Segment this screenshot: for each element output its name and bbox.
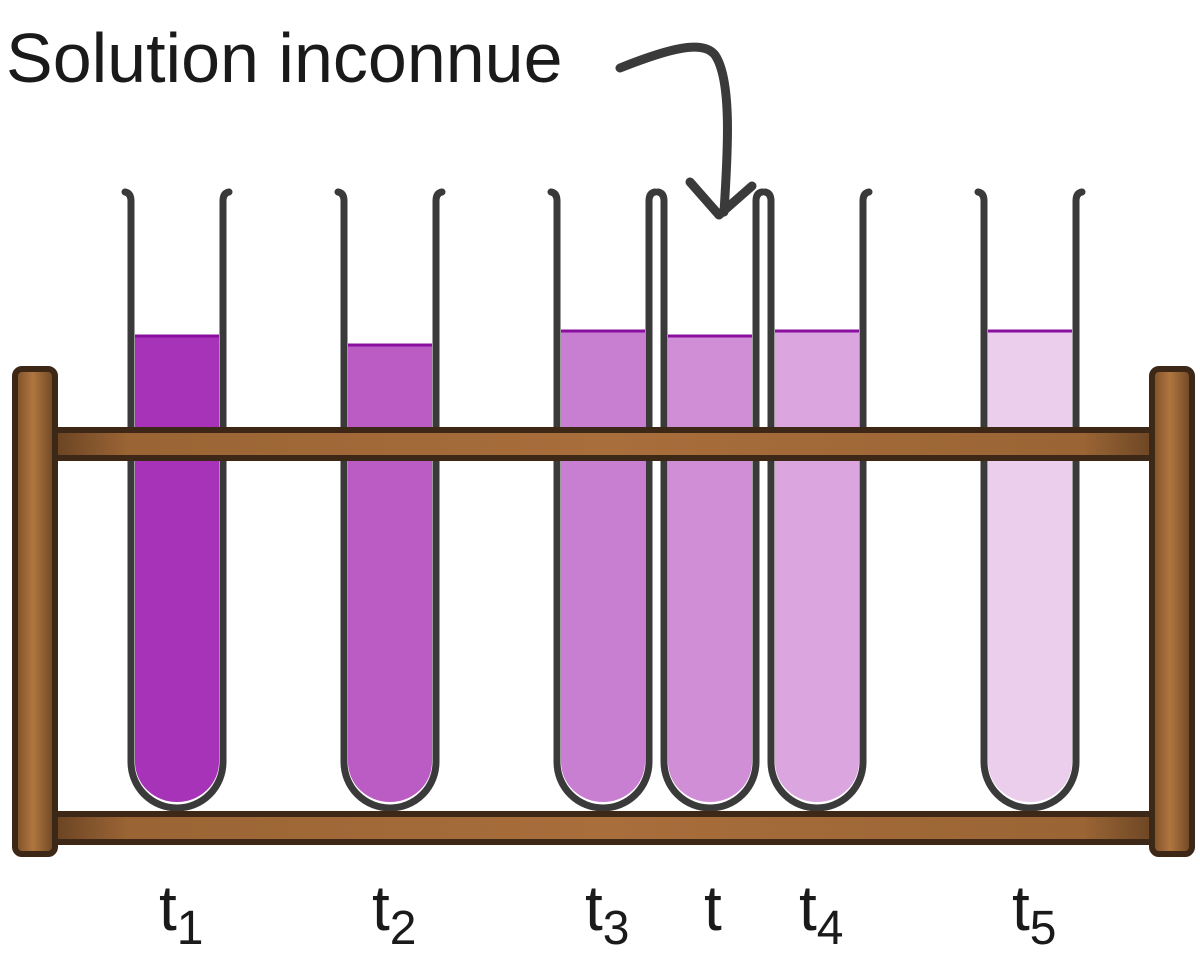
liquid-t2 (348, 345, 432, 802)
annotation-label: Solution inconnue (6, 19, 563, 97)
tube-label-subscript: 1 (177, 902, 204, 955)
test-tube-t5 (974, 188, 1086, 812)
test-tube-t (654, 188, 766, 812)
tubes-group (121, 188, 1086, 812)
tube-label-subscript: 3 (603, 902, 630, 955)
tube-label-t5: t5 (1012, 872, 1056, 955)
tube-label-main: t (799, 872, 817, 944)
rack-right-post (1149, 366, 1195, 857)
tube-label-subscript: 5 (1030, 902, 1057, 955)
tube-label-t2: t2 (372, 872, 416, 955)
tube-label-main: t (1012, 872, 1030, 944)
tube-outline-t2 (334, 188, 446, 812)
tube-label-main: t (585, 872, 603, 944)
tube-outline-t1 (121, 188, 233, 812)
tube-label-subscript: 2 (390, 902, 417, 955)
liquid-t3 (561, 331, 645, 802)
tube-label-main: t (159, 872, 177, 944)
rack-left-post (12, 366, 58, 857)
tube-outline-t3 (547, 188, 659, 812)
tube-label-main: t (372, 872, 390, 944)
liquid-t1 (135, 336, 219, 802)
tube-label-t1: t1 (159, 872, 203, 955)
liquid-t4 (775, 331, 859, 802)
tube-label-t3: t3 (585, 872, 629, 955)
test-tube-t4 (761, 188, 873, 812)
tube-label-main: t (704, 872, 722, 944)
test-tube-t3 (547, 188, 659, 812)
tube-outline-t (654, 188, 766, 812)
rack-top-bar (33, 427, 1179, 461)
arrow-icon (615, 42, 757, 220)
liquid-t (668, 336, 752, 802)
test-tube-rack (12, 366, 1195, 857)
test-tube-t2 (334, 188, 446, 812)
tube-outline-t5 (974, 188, 1086, 812)
tube-label-subscript: 4 (817, 902, 844, 955)
tube-outline-t4 (761, 188, 873, 812)
test-tube-t1 (121, 188, 233, 812)
rack-bottom-bar (33, 811, 1179, 845)
tube-label-t: t (704, 872, 722, 944)
tube-label-t4: t4 (799, 872, 843, 955)
liquid-t5 (988, 331, 1072, 802)
